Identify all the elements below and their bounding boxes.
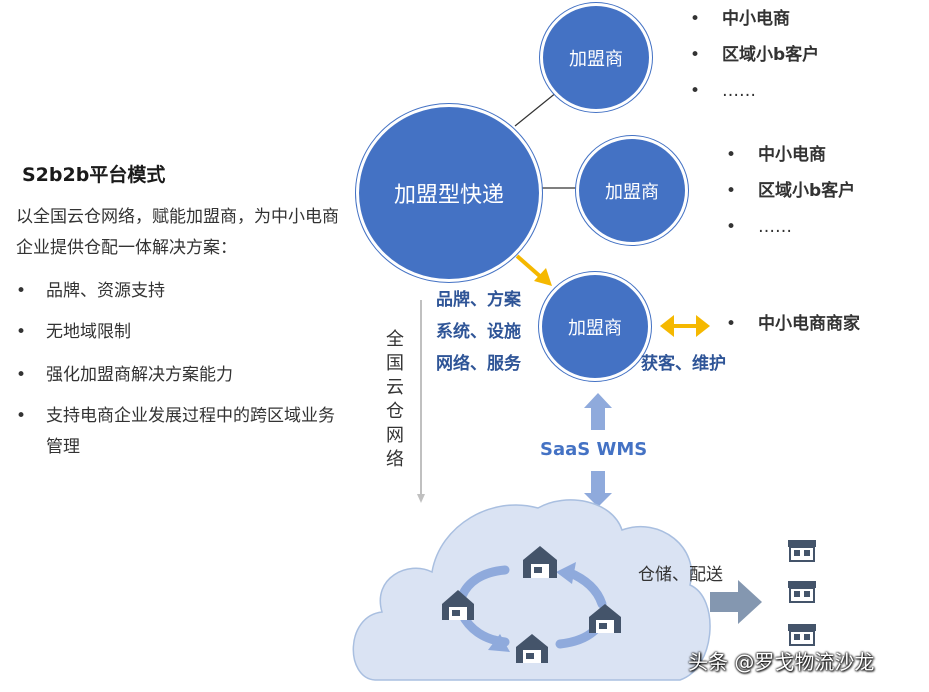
double-arrow-icon	[660, 315, 710, 337]
support-label: 网络、服务	[436, 354, 521, 374]
cloud-shape	[352, 499, 711, 681]
franchisee-node-top: 加盟商	[540, 3, 652, 112]
intro-text: 以全国云仓网络，赋能加盟商，为中小电商企业提供仓配一体解决方案：	[16, 207, 339, 258]
storage-delivery-label: 仓储、配送	[638, 565, 723, 585]
down-arrow-icon	[584, 471, 612, 507]
warehouse-icon	[442, 590, 474, 620]
franchisee-node-mid: 加盟商	[576, 136, 688, 245]
support-label: 系统、设施	[436, 322, 521, 342]
vertical-down-arrow	[417, 300, 425, 503]
warehouse-icon	[516, 634, 548, 663]
page-title: S2b2b平台模式	[22, 164, 166, 186]
store-icon	[788, 540, 816, 562]
saas-wms-label: SaaS WMS	[540, 439, 648, 460]
support-label: 品牌、方案	[436, 290, 521, 310]
right-arrow-icon	[710, 580, 762, 624]
warehouse-icon	[523, 546, 557, 578]
cycle-arrowhead	[556, 562, 576, 584]
franchisee-node-bottom: 加盟商	[539, 272, 651, 381]
up-arrow-icon	[584, 393, 612, 430]
store-icon	[788, 624, 816, 646]
warehouse-icon	[589, 604, 621, 633]
acquire-label: 获客、维护	[641, 354, 726, 374]
cloud-network-label: 全国云仓网络	[386, 329, 404, 470]
cycle-arrowhead	[488, 634, 510, 652]
store-icon	[788, 581, 816, 603]
hub-node: 加盟型快递	[356, 104, 542, 282]
yellow-down-arrow	[515, 254, 552, 286]
watermark: 头条 @罗戈物流沙龙	[688, 650, 875, 674]
